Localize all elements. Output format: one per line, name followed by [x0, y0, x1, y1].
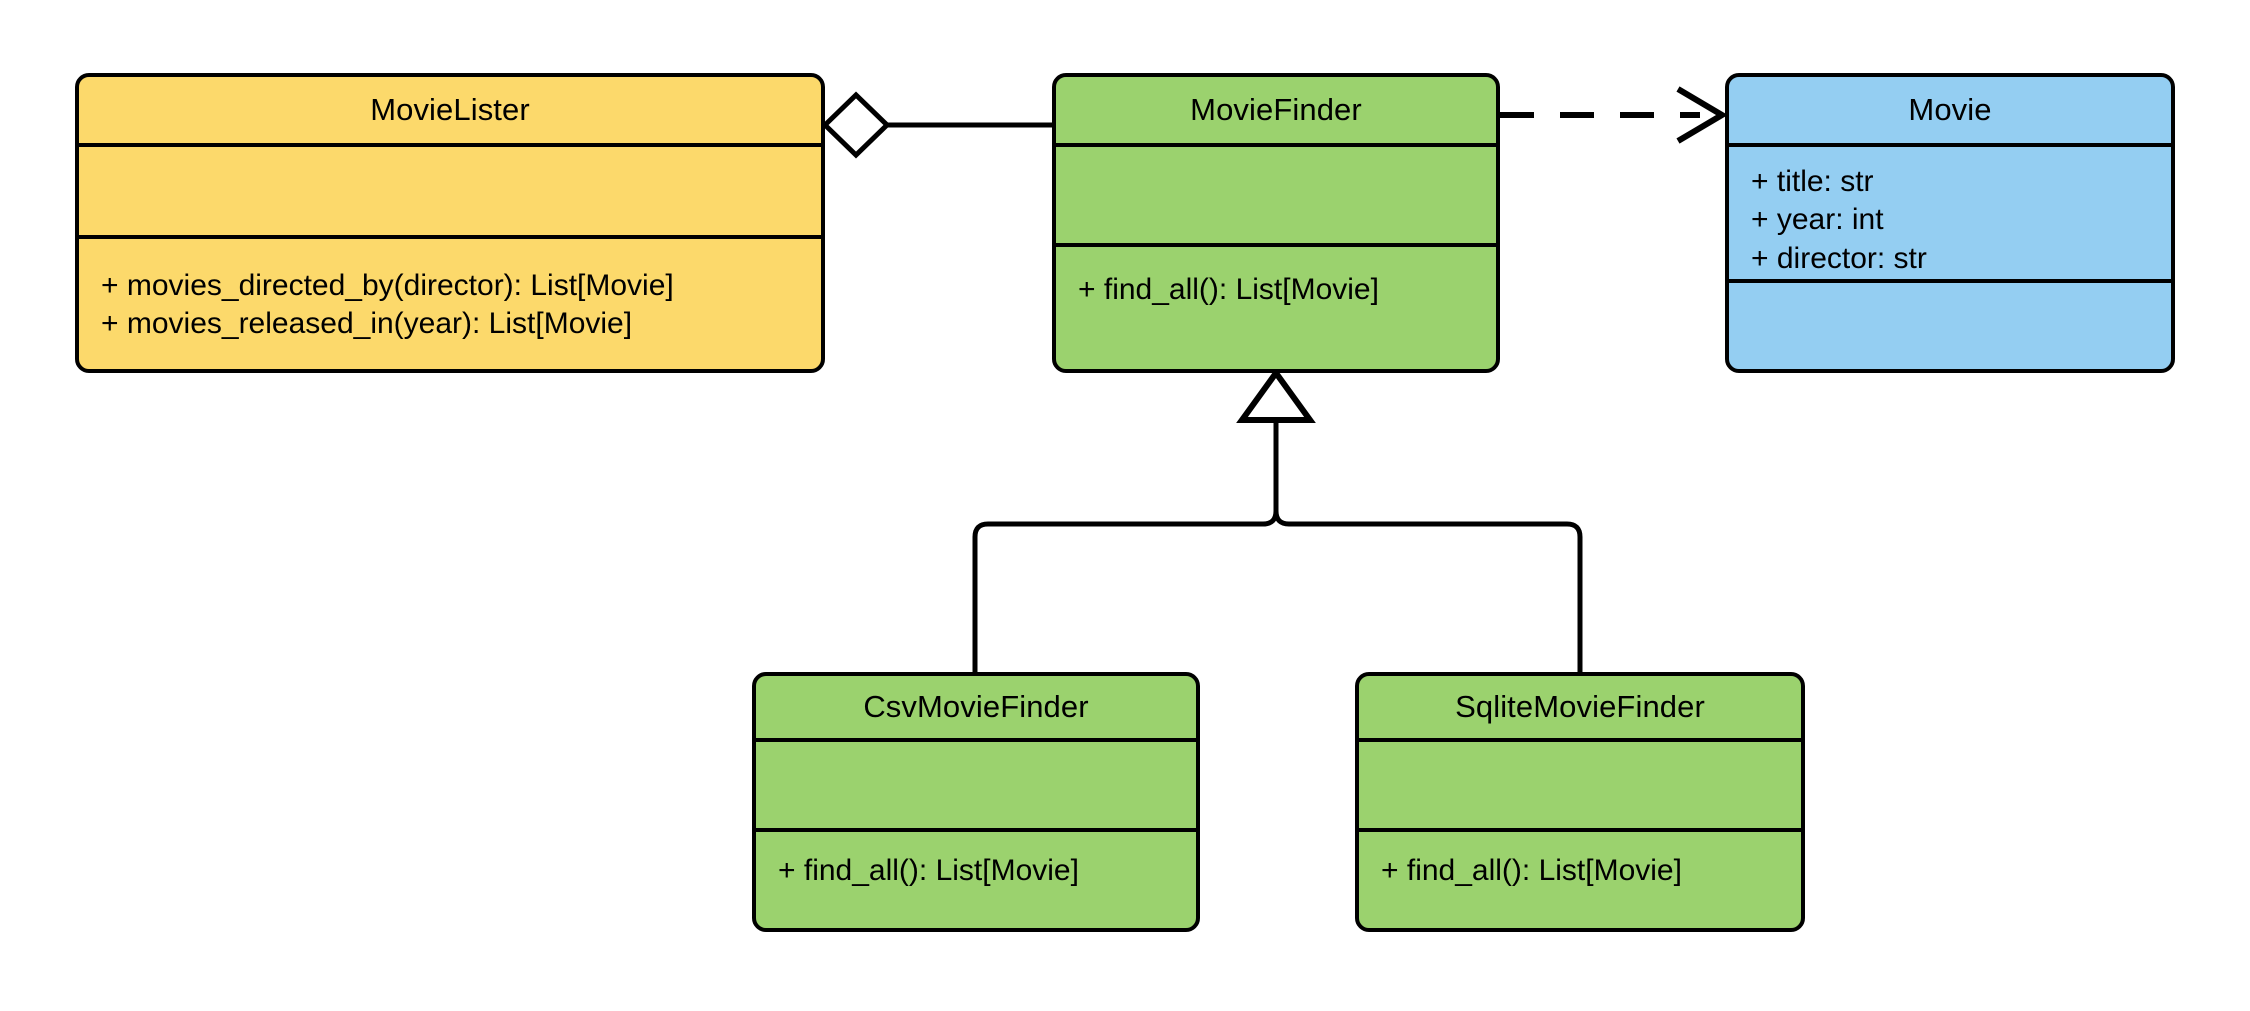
attributes-compartment: + title: str + year: int + director: str [1729, 143, 2171, 279]
method-item: + movies_released_in(year): List[Movie] [101, 307, 633, 340]
class-name-compartment: MovieFinder [1056, 77, 1496, 143]
attribute-item: + title: str [1751, 165, 1874, 198]
class-title: MovieLister [370, 91, 530, 127]
method-item: + find_all(): List[Movie] [1381, 854, 1682, 887]
attribute-item: + year: int [1751, 203, 1884, 237]
methods-compartment [1729, 279, 2171, 369]
generalization-branch-sqlite [1273, 510, 1583, 672]
methods-compartment: + find_all(): List[Movie] [1056, 243, 1496, 369]
class-title: CsvMovieFinder [863, 688, 1089, 724]
hollow-diamond-icon [821, 91, 891, 159]
open-arrow-icon [1676, 86, 1728, 144]
hollow-triangle-icon [1236, 367, 1316, 423]
attributes-compartment [1359, 738, 1801, 828]
attributes-compartment [756, 738, 1196, 828]
aggregation-lister-finder [821, 91, 1052, 159]
method-item: + find_all(): List[Movie] [1078, 273, 1379, 306]
class-name-compartment: SqliteMovieFinder [1359, 676, 1801, 738]
generalization-branch-csv [972, 417, 1279, 672]
class-name-compartment: CsvMovieFinder [756, 676, 1196, 738]
generalization-tree [972, 367, 1583, 672]
class-title: MovieFinder [1190, 91, 1362, 127]
class-box-sqlite-movie-finder[interactable]: SqliteMovieFinder + find_all(): List[Mov… [1355, 672, 1805, 932]
attributes-compartment [1056, 143, 1496, 243]
class-name-compartment: MovieLister [79, 77, 821, 143]
class-box-movie[interactable]: Movie + title: str + year: int + directo… [1725, 73, 2175, 373]
class-box-movie-finder[interactable]: MovieFinder + find_all(): List[Movie] [1052, 73, 1500, 373]
class-box-movie-lister[interactable]: MovieLister + movies_directed_by(directo… [75, 73, 825, 373]
methods-compartment: + find_all(): List[Movie] [1359, 828, 1801, 928]
method-item: + find_all(): List[Movie] [778, 854, 1079, 887]
methods-compartment: + find_all(): List[Movie] [756, 828, 1196, 928]
methods-compartment: + movies_directed_by(director): List[Mov… [79, 235, 821, 369]
attributes-compartment [79, 143, 821, 235]
method-item: + movies_directed_by(director): List[Mov… [101, 268, 674, 302]
attribute-item: + director: str [1751, 241, 1927, 275]
class-box-csv-movie-finder[interactable]: CsvMovieFinder + find_all(): List[Movie] [752, 672, 1200, 932]
class-name-compartment: Movie [1729, 77, 2171, 143]
class-title: SqliteMovieFinder [1455, 688, 1705, 724]
dependency-finder-movie [1500, 86, 1728, 144]
class-title: Movie [1908, 91, 1992, 127]
